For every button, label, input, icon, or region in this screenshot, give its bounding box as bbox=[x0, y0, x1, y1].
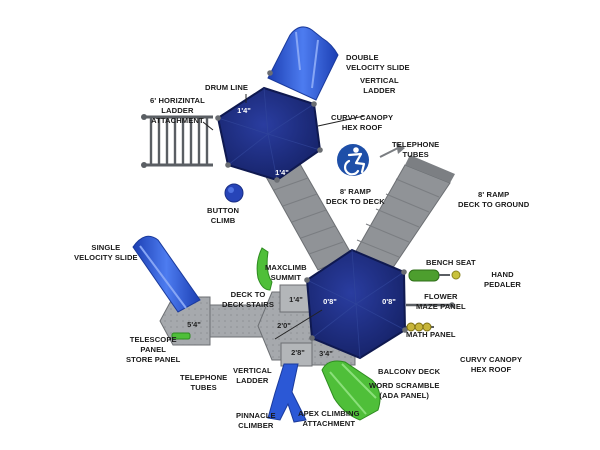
top-canopy bbox=[215, 70, 323, 183]
label-word-scramble: WORD SCRAMBLE(ADA PANEL) bbox=[369, 381, 440, 400]
main-canopy bbox=[304, 248, 408, 360]
single-velocity-slide bbox=[132, 235, 201, 313]
maxclimb-summit bbox=[256, 247, 273, 291]
height-main-right: 0'8" bbox=[382, 297, 396, 306]
horizontal-ladder bbox=[141, 114, 213, 168]
double-velocity-slide bbox=[267, 26, 339, 101]
label-balcony-deck: BALCONY DECK bbox=[378, 367, 441, 376]
math-panel bbox=[406, 322, 434, 332]
height-lower-deck-b: 3'4" bbox=[319, 349, 333, 358]
label-bench-seat: BENCH SEAT bbox=[426, 258, 476, 267]
telescope-panel bbox=[171, 332, 191, 340]
bench-seat bbox=[408, 269, 450, 282]
label-math-panel: MATH PANEL bbox=[406, 330, 456, 339]
pinnacle-climber bbox=[267, 363, 307, 423]
callout-lines bbox=[202, 94, 365, 340]
height-left-tower: 5'4" bbox=[187, 320, 201, 329]
label-drum-line: DRUM LINE bbox=[205, 83, 249, 92]
accessibility-icon bbox=[337, 144, 369, 176]
hand-pedaler bbox=[451, 270, 461, 280]
flower-maze-panel bbox=[406, 302, 455, 308]
telephone-tubes-top bbox=[379, 143, 405, 158]
height-top-b: 1'4" bbox=[275, 168, 289, 177]
height-top-a: 1'4" bbox=[237, 106, 251, 115]
height-lower-deck-a: 2'8" bbox=[291, 348, 305, 357]
height-upper-small-deck: 1'4" bbox=[289, 295, 303, 304]
height-stair-deck: 2'0" bbox=[277, 321, 291, 330]
word-scramble-panel bbox=[321, 360, 381, 421]
height-main-left: 0'8" bbox=[323, 297, 337, 306]
button-climb bbox=[224, 183, 244, 203]
